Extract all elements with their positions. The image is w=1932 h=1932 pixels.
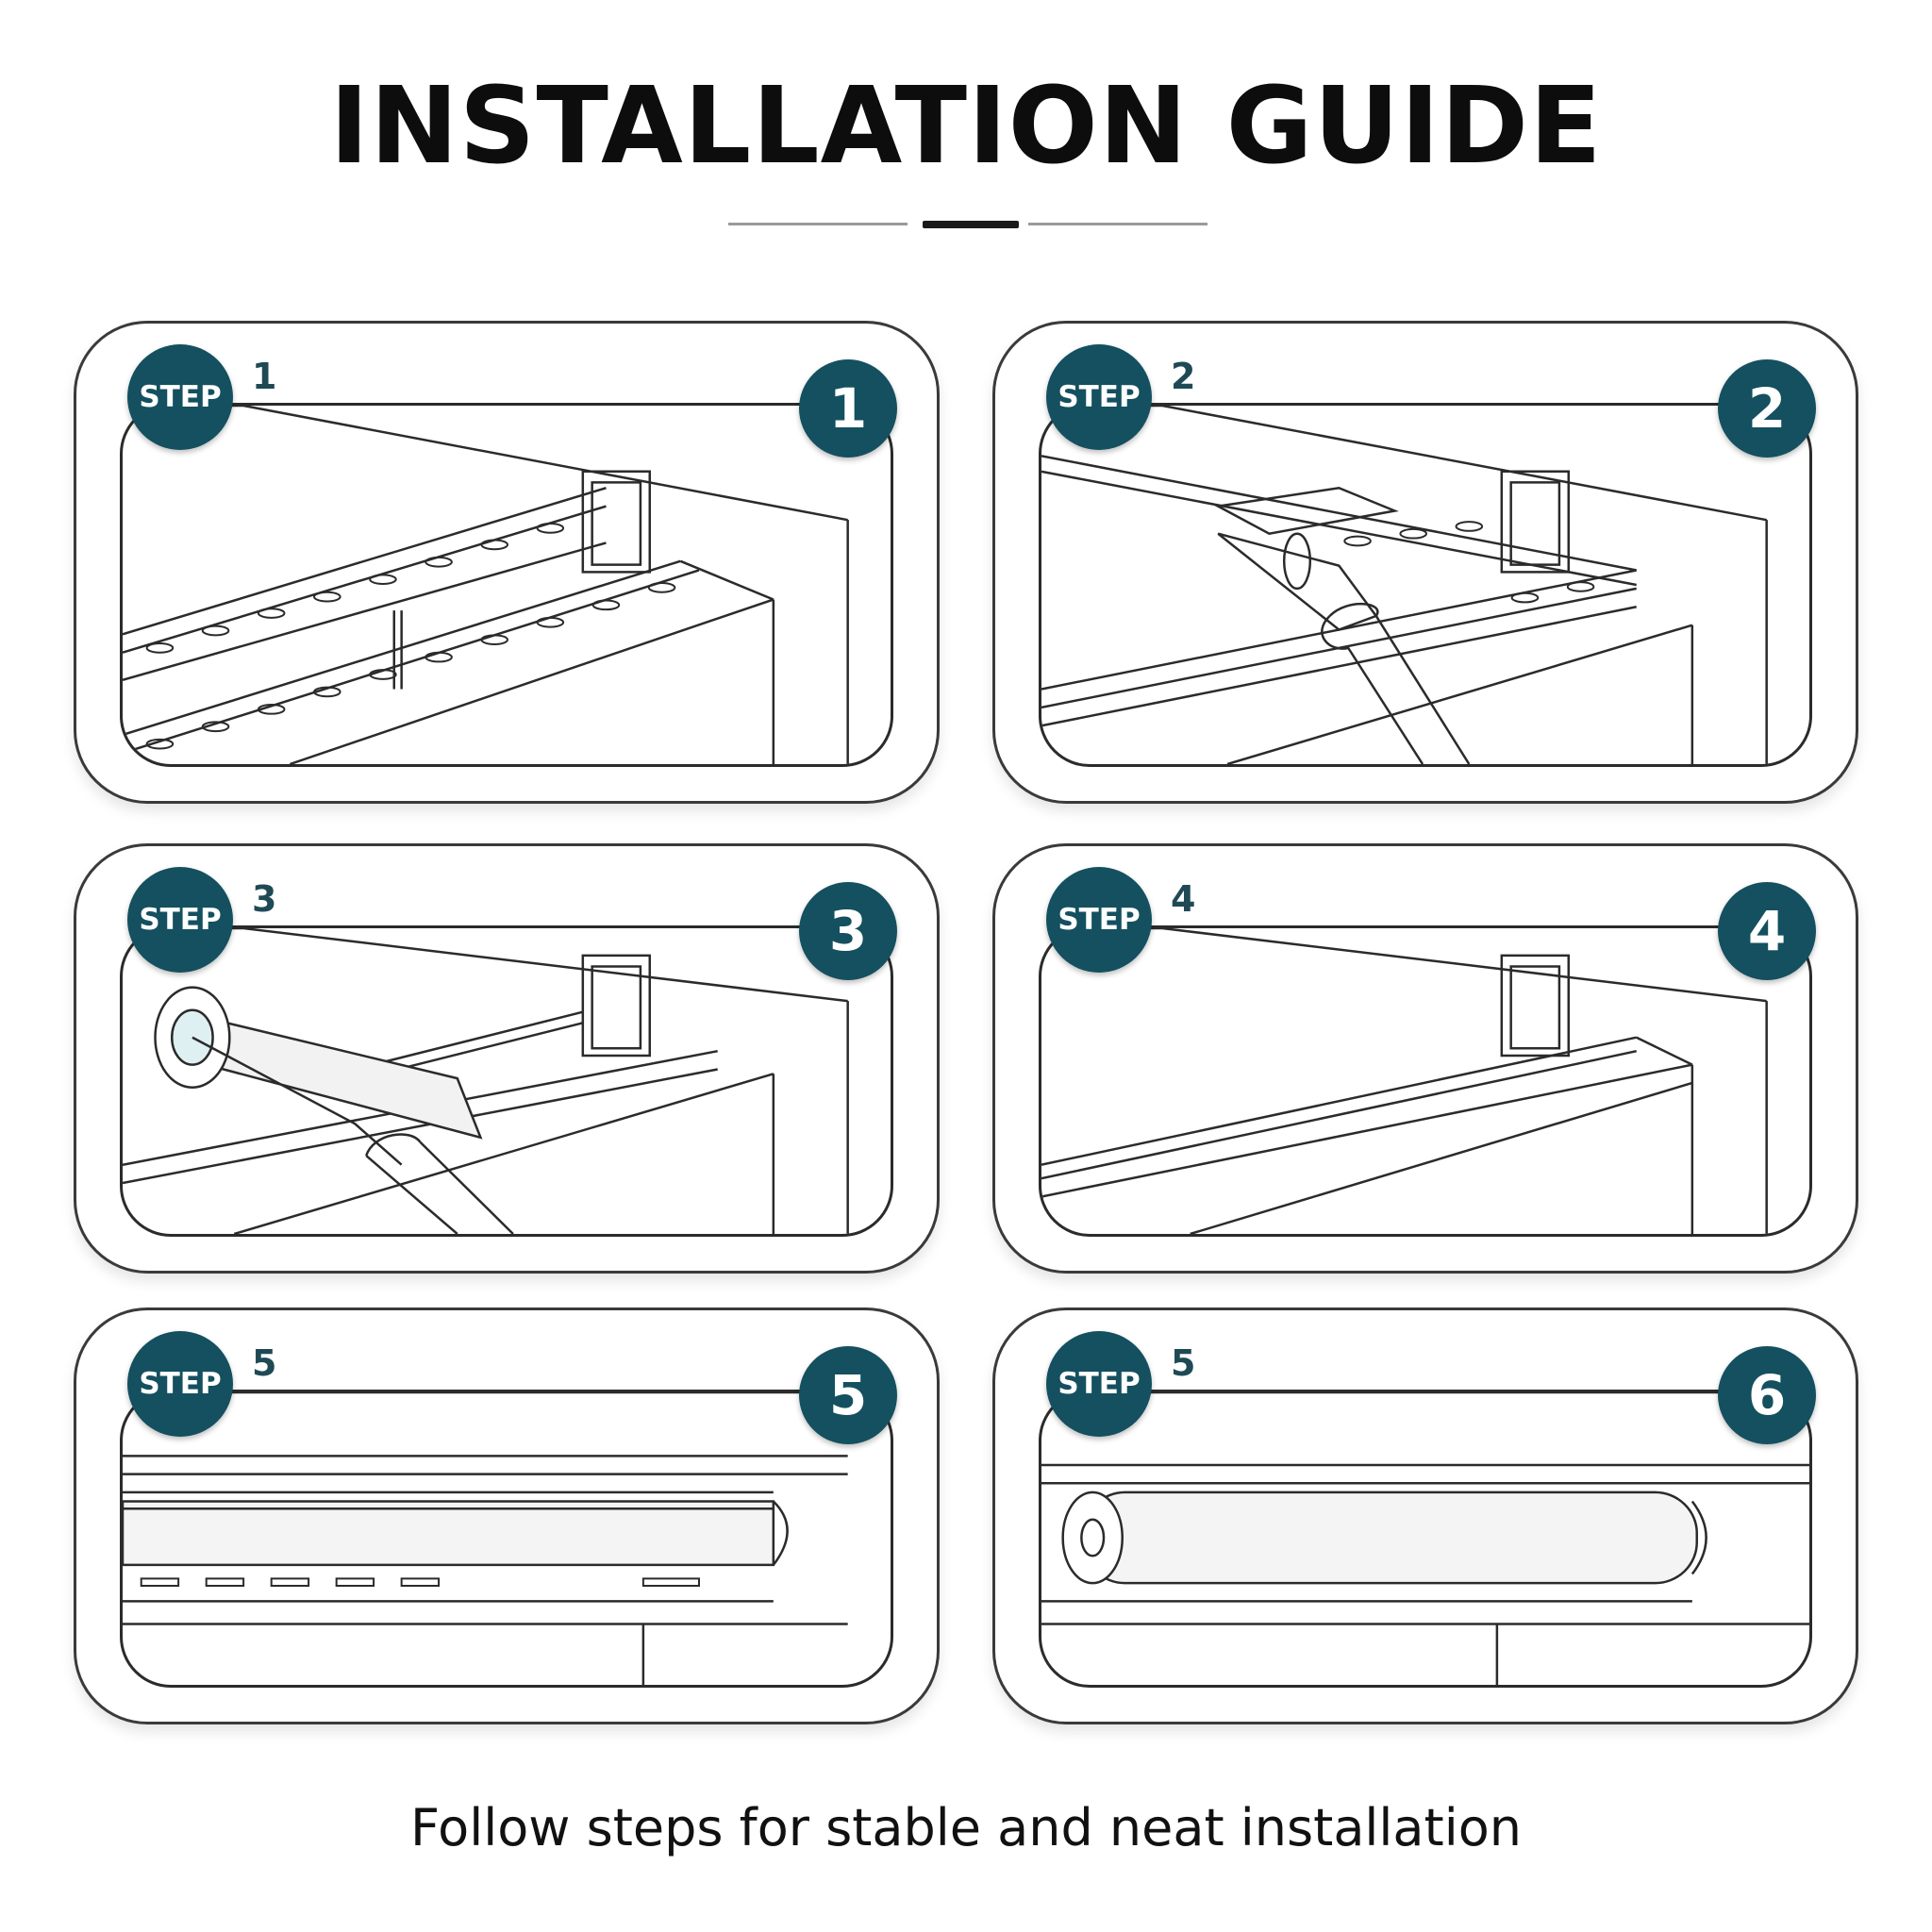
big-step-number: 6 [1718, 1346, 1816, 1444]
big-step-number: 1 [799, 359, 897, 458]
title-divider-right [1028, 223, 1208, 225]
step-number: 2 [1171, 356, 1196, 397]
step-card-1: STEP 1 1 [74, 321, 940, 804]
paint-roller-on-rail-illustration [123, 928, 891, 1234]
step-illustration-frame [1039, 1390, 1812, 1688]
step-illustration-frame [120, 403, 893, 767]
step-illustration-frame [1039, 403, 1812, 767]
big-step-number: 2 [1718, 359, 1816, 458]
big-step-number: 4 [1718, 882, 1816, 980]
step-number: 5 [252, 1342, 277, 1384]
step-badge: STEP [1046, 867, 1152, 973]
step-card-4: STEP 4 4 [992, 843, 1858, 1274]
scraper-pressing-rail-illustration [1041, 406, 1809, 764]
step-badge: STEP [1046, 344, 1152, 450]
step-illustration-frame [1039, 925, 1812, 1237]
page-title: INSTALLATION GUIDE [329, 65, 1603, 188]
footer-caption: Follow steps for stable and neat install… [410, 1798, 1522, 1857]
step-badge: STEP [127, 344, 233, 450]
big-step-number: 3 [799, 882, 897, 980]
roller-tube-illustration [1041, 1392, 1809, 1685]
step-badge: STEP [127, 867, 233, 973]
step-number: 3 [252, 878, 277, 920]
step-badge: STEP [1046, 1331, 1152, 1437]
cover-strip-illustration [123, 1392, 891, 1685]
step-illustration-frame [120, 1390, 893, 1688]
title-divider-center [923, 221, 1019, 228]
step-number: 1 [252, 356, 277, 397]
step-card-3: STEP 3 3 [74, 843, 940, 1274]
step-badge: STEP [127, 1331, 233, 1437]
step-number: 4 [1171, 878, 1196, 920]
rail-with-slots-illustration [123, 406, 891, 764]
big-step-number: 5 [799, 1346, 897, 1444]
step-illustration-frame [120, 925, 893, 1237]
step-card-5: STEP 5 5 [74, 1307, 940, 1724]
step-card-2: STEP 2 2 [992, 321, 1858, 804]
title-divider-left [728, 223, 908, 225]
rail-installed-illustration [1041, 928, 1809, 1234]
step-card-6: STEP 5 6 [992, 1307, 1858, 1724]
step-number: 5 [1171, 1342, 1196, 1384]
